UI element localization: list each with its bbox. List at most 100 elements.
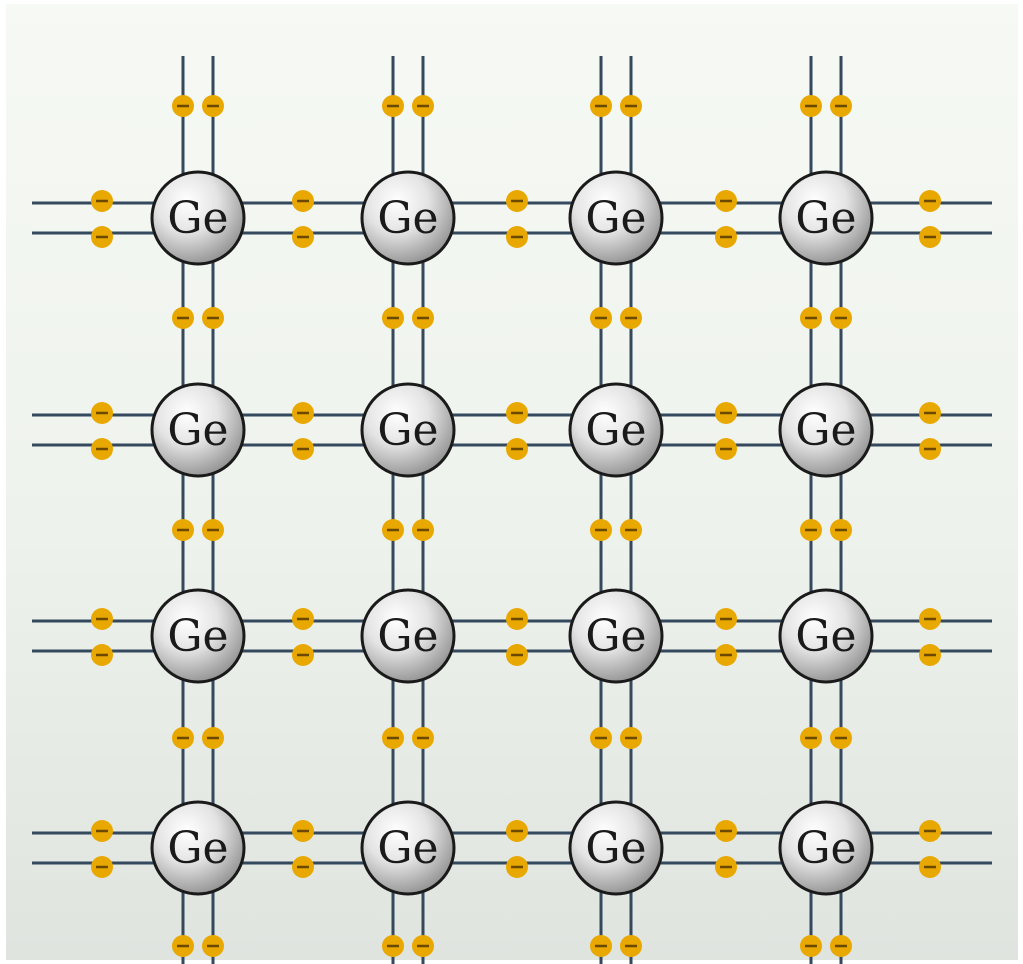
ge-atom: Ge (568, 170, 664, 266)
electron-h-r4-5-top (919, 820, 941, 842)
electron-h-r2-1-top (91, 402, 113, 424)
electron-v-c2-3-left (382, 519, 404, 541)
ge-atom-label: Ge (377, 405, 438, 456)
electron-v-c3-1-left (590, 95, 612, 117)
ge-atom: Ge (360, 800, 456, 896)
ge-atom-label: Ge (377, 611, 438, 662)
electrons-layer (91, 95, 941, 957)
ge-atom-label: Ge (585, 823, 646, 874)
electron-h-r3-5-bottom (919, 644, 941, 666)
electron-v-c1-3-left (172, 519, 194, 541)
electron-v-c1-5-right (202, 935, 224, 957)
ge-atom: Ge (360, 170, 456, 266)
electron-v-c2-2-left (382, 307, 404, 329)
ge-atom-circle (360, 800, 456, 896)
electron-h-r2-4-bottom (715, 438, 737, 460)
ge-atom: Ge (568, 382, 664, 478)
ge-atom: Ge (568, 800, 664, 896)
ge-atom-circle (150, 382, 246, 478)
electron-v-c4-5-left (800, 935, 822, 957)
electron-h-r1-4-bottom (715, 226, 737, 248)
ge-atom-circle (568, 588, 664, 684)
electron-h-r1-1-top (91, 190, 113, 212)
electron-h-r2-2-bottom (292, 438, 314, 460)
electron-h-r3-1-top (91, 608, 113, 630)
electron-h-r2-4-top (715, 402, 737, 424)
ge-atom-circle (568, 800, 664, 896)
electron-v-c1-4-right (202, 727, 224, 749)
electron-v-c1-2-right (202, 307, 224, 329)
ge-atom: Ge (778, 170, 874, 266)
electron-h-r1-2-bottom (292, 226, 314, 248)
electron-v-c3-5-left (590, 935, 612, 957)
ge-atom: Ge (360, 588, 456, 684)
electron-v-c3-4-right (620, 727, 642, 749)
electron-h-r1-4-top (715, 190, 737, 212)
ge-atom-circle (360, 382, 456, 478)
electron-h-r1-5-bottom (919, 226, 941, 248)
ge-atom: Ge (150, 588, 246, 684)
electron-h-r1-5-top (919, 190, 941, 212)
electron-h-r2-3-bottom (506, 438, 528, 460)
ge-atom: Ge (778, 800, 874, 896)
electron-h-r2-1-bottom (91, 438, 113, 460)
ge-atom-label: Ge (167, 823, 228, 874)
ge-atom-circle (778, 800, 874, 896)
electron-v-c2-3-right (412, 519, 434, 541)
ge-atom-circle (778, 588, 874, 684)
electron-h-r3-1-bottom (91, 644, 113, 666)
ge-atom-label: Ge (795, 405, 856, 456)
electron-v-c4-2-left (800, 307, 822, 329)
ge-atom-circle (360, 588, 456, 684)
electron-h-r3-2-bottom (292, 644, 314, 666)
electron-h-r1-2-top (292, 190, 314, 212)
ge-atom-label: Ge (585, 193, 646, 244)
ge-atom-label: Ge (377, 193, 438, 244)
electron-v-c4-4-left (800, 727, 822, 749)
ge-atom-circle (568, 170, 664, 266)
electron-v-c4-4-right (830, 727, 852, 749)
ge-atom: Ge (150, 170, 246, 266)
electron-v-c2-1-left (382, 95, 404, 117)
electron-h-r2-3-top (506, 402, 528, 424)
electron-v-c3-5-right (620, 935, 642, 957)
electron-v-c3-4-left (590, 727, 612, 749)
ge-atom: Ge (778, 382, 874, 478)
electron-v-c1-1-right (202, 95, 224, 117)
electron-v-c3-2-left (590, 307, 612, 329)
electron-v-c2-4-left (382, 727, 404, 749)
ge-atom: Ge (778, 588, 874, 684)
electron-h-r4-5-bottom (919, 856, 941, 878)
electron-v-c1-3-right (202, 519, 224, 541)
electron-v-c1-5-left (172, 935, 194, 957)
ge-atom: Ge (150, 382, 246, 478)
ge-atom: Ge (360, 382, 456, 478)
electron-v-c4-5-right (830, 935, 852, 957)
ge-atom-circle (150, 588, 246, 684)
electron-h-r1-3-bottom (506, 226, 528, 248)
electron-v-c1-4-left (172, 727, 194, 749)
electron-v-c4-3-right (830, 519, 852, 541)
electron-h-r3-3-top (506, 608, 528, 630)
ge-atom-circle (778, 170, 874, 266)
ge-atom-label: Ge (167, 405, 228, 456)
electron-v-c4-2-right (830, 307, 852, 329)
electron-h-r1-1-bottom (91, 226, 113, 248)
ge-atom-label: Ge (377, 823, 438, 874)
electron-v-c3-3-right (620, 519, 642, 541)
ge-atom: Ge (568, 588, 664, 684)
electron-h-r4-4-bottom (715, 856, 737, 878)
electron-h-r4-4-top (715, 820, 737, 842)
electron-h-r4-2-top (292, 820, 314, 842)
ge-atom-circle (360, 170, 456, 266)
ge-atom: Ge (150, 800, 246, 896)
ge-atom-label: Ge (585, 405, 646, 456)
electron-v-c2-1-right (412, 95, 434, 117)
ge-atom-label: Ge (585, 611, 646, 662)
ge-atom-circle (778, 382, 874, 478)
ge-atom-circle (568, 382, 664, 478)
electron-v-c2-5-right (412, 935, 434, 957)
electron-v-c2-5-left (382, 935, 404, 957)
